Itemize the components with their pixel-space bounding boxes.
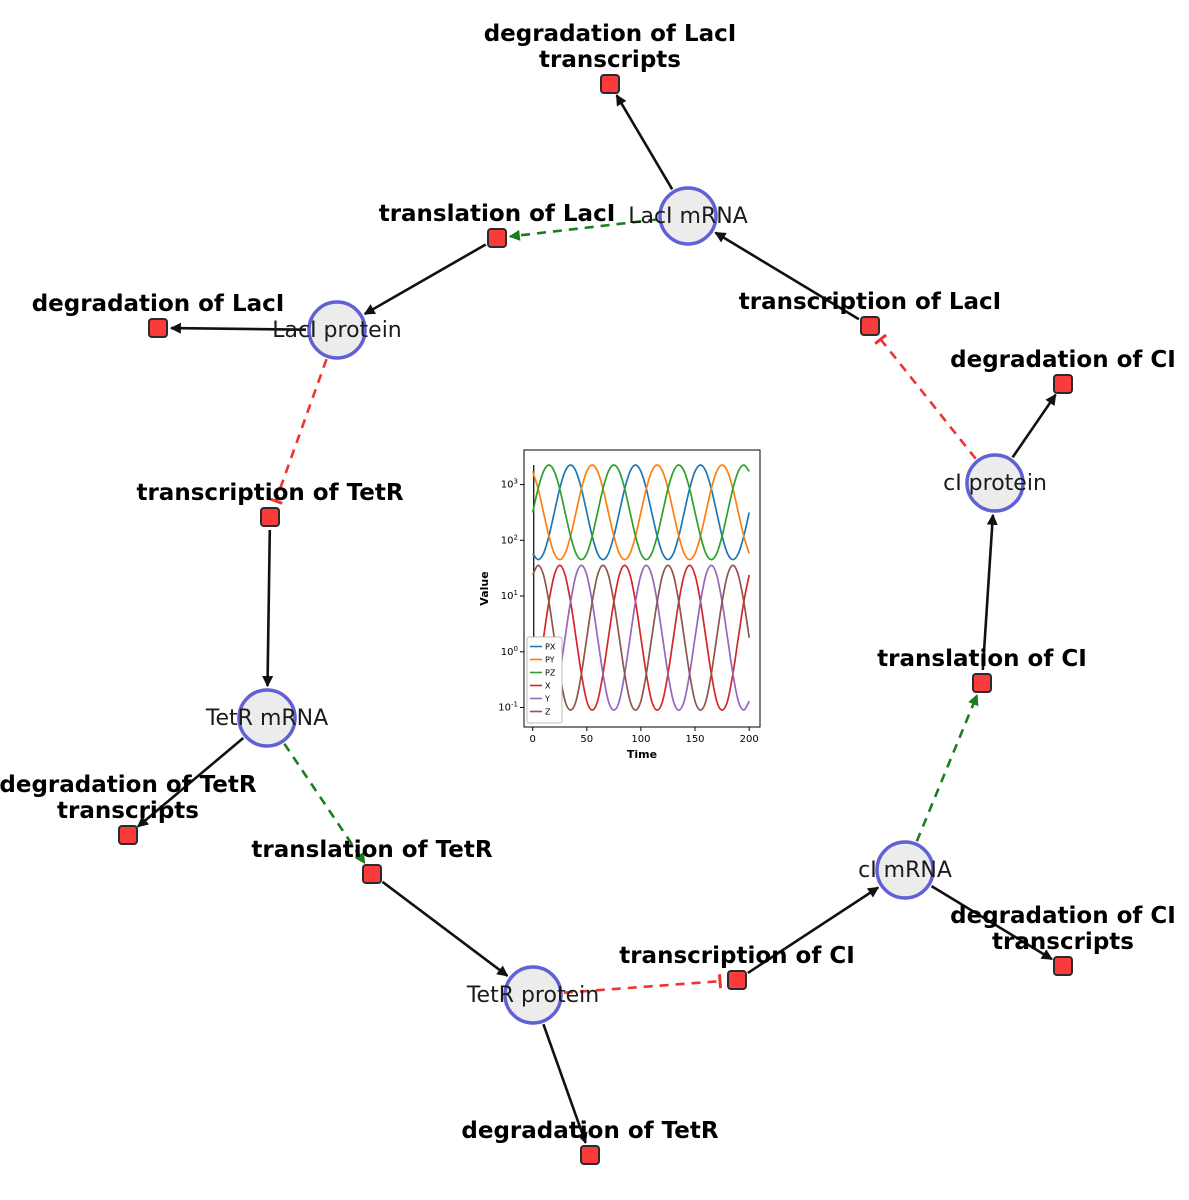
y-tick-label: 100	[501, 645, 518, 658]
y-tick-label: 102	[501, 533, 518, 546]
species-node-tetR_protein	[503, 965, 563, 1025]
x-tick-label: 100	[631, 734, 650, 745]
chart-series-PZ	[531, 464, 750, 561]
edge-consumption-tetR_protein-deg_tetR	[542, 1023, 588, 1144]
reaction-node-txn_lacI	[860, 316, 880, 336]
species-label-cI_mRNA: cI mRNA	[858, 858, 952, 883]
nodes-layer	[118, 74, 1073, 1165]
reaction-node-deg_lacI_tx	[600, 74, 620, 94]
reaction-label-transl_cI: translation of CI	[877, 646, 1087, 672]
species-node-lacI_mRNA	[658, 186, 718, 246]
edge-production-txn_lacI-lacI_mRNA	[714, 231, 860, 321]
y-axis-label: Value	[478, 571, 491, 605]
x-tick-label: 50	[580, 734, 593, 745]
reaction-node-txn_cI	[727, 970, 747, 990]
reaction-label-deg_tetR_tx-line2: transcripts	[57, 798, 199, 824]
edge-modifier-cI_mRNA-transl_cI	[915, 693, 979, 842]
chart-plot-area	[523, 449, 761, 728]
species-label-lacI_protein: LacI protein	[272, 318, 402, 343]
y-tick-label: 10-1	[498, 701, 518, 714]
x-tick-label: 150	[685, 734, 704, 745]
x-tick-label: 200	[740, 734, 759, 745]
reaction-label-txn_tetR: transcription of TetR	[136, 480, 403, 506]
edge-production-transl_cI-cI_protein	[981, 513, 998, 671]
species-node-tetR_mRNA	[237, 688, 297, 748]
legend-label-PX: PX	[545, 643, 556, 652]
legend-label-Y: Y	[544, 695, 550, 704]
reaction-node-deg_lacI	[148, 318, 168, 338]
chart-series-Z	[531, 564, 751, 711]
edge-consumption-cI_mRNA-deg_cI_tx	[930, 884, 1053, 961]
y-tick-label: 101	[501, 589, 518, 602]
reaction-label-txn_lacI: transcription of LacI	[739, 289, 1002, 315]
reaction-label-deg_cI: degradation of CI	[950, 347, 1176, 373]
edge-consumption-lacI_mRNA-deg_lacI_tx	[615, 94, 674, 190]
reaction-node-deg_tetR	[580, 1145, 600, 1165]
reaction-label-transl_tetR: translation of TetR	[251, 837, 492, 863]
reaction-node-deg_cI_tx	[1053, 956, 1073, 976]
edge-production-transl_lacI-lacI_protein	[363, 243, 487, 316]
reaction-label-deg_cI_tx-line2: transcripts	[992, 929, 1134, 955]
legend-box	[526, 636, 563, 724]
species-label-cI_protein: cI protein	[943, 471, 1047, 496]
reaction-node-transl_lacI	[487, 228, 507, 248]
x-axis-label: Time	[627, 748, 657, 761]
edge-modifier-tetR_mRNA-transl_tetR	[283, 742, 366, 865]
reaction-node-deg_cI	[1053, 374, 1073, 394]
edge-modifier-lacI_mRNA-transl_lacI	[508, 218, 658, 241]
edges-layer	[137, 94, 1057, 1144]
chart-series-PX	[532, 464, 751, 561]
species-label-lacI_mRNA: LacI mRNA	[628, 204, 748, 229]
reaction-label-deg_lacI: degradation of LacI	[32, 291, 285, 317]
edge-consumption-cI_protein-deg_cI	[1011, 393, 1057, 459]
x-tick-label: 0	[530, 734, 536, 745]
legend-label-PZ: PZ	[545, 669, 556, 678]
reaction-label-deg_cI_tx-line1: degradation of CI	[950, 903, 1176, 929]
reaction-node-transl_cI	[972, 673, 992, 693]
chart-legend: PX PY PZ XYZ	[526, 636, 563, 724]
edge-consumption-tetR_mRNA-deg_tetR_tx	[137, 737, 245, 828]
reaction-node-deg_tetR_tx	[118, 825, 138, 845]
chart-series-PY	[531, 464, 751, 561]
edge-consumption-lacI_protein-deg_lacI	[169, 322, 307, 334]
reaction-label-deg_lacI_tx-line2: transcripts	[539, 47, 681, 73]
y-tick-label: 103	[501, 478, 518, 491]
legend-label-PY: PY	[545, 656, 555, 665]
species-label-tetR_protein: TetR protein	[466, 983, 599, 1008]
chart-series-Y	[531, 564, 750, 711]
species-node-cI_mRNA	[875, 840, 935, 900]
species-node-lacI_protein	[307, 300, 367, 360]
edge-production-transl_tetR-tetR_protein	[381, 880, 509, 977]
reaction-label-transl_lacI: translation of LacI	[379, 201, 616, 227]
species-node-cI_protein	[965, 453, 1025, 513]
reaction-node-txn_tetR	[260, 507, 280, 527]
edge-production-txn_tetR-tetR_mRNA	[262, 529, 274, 688]
reaction-node-transl_tetR	[362, 864, 382, 884]
reaction-label-deg_lacI_tx-line1: degradation of LacI	[484, 21, 737, 47]
chart-series-X	[531, 564, 751, 711]
species-label-tetR_mRNA: TetR mRNA	[205, 706, 328, 731]
edge-inhibition-tetR_protein-txn_cI	[563, 974, 723, 994]
reaction-label-txn_cI: transcription of CI	[619, 943, 855, 969]
legend-label-X: X	[545, 682, 551, 691]
edge-production-txn_cI-cI_mRNA	[747, 886, 880, 974]
legend-label-Z: Z	[545, 708, 551, 717]
reaction-label-deg_tetR_tx-line1: degradation of TetR	[0, 772, 257, 798]
reaction-label-deg_tetR: degradation of TetR	[461, 1118, 718, 1144]
